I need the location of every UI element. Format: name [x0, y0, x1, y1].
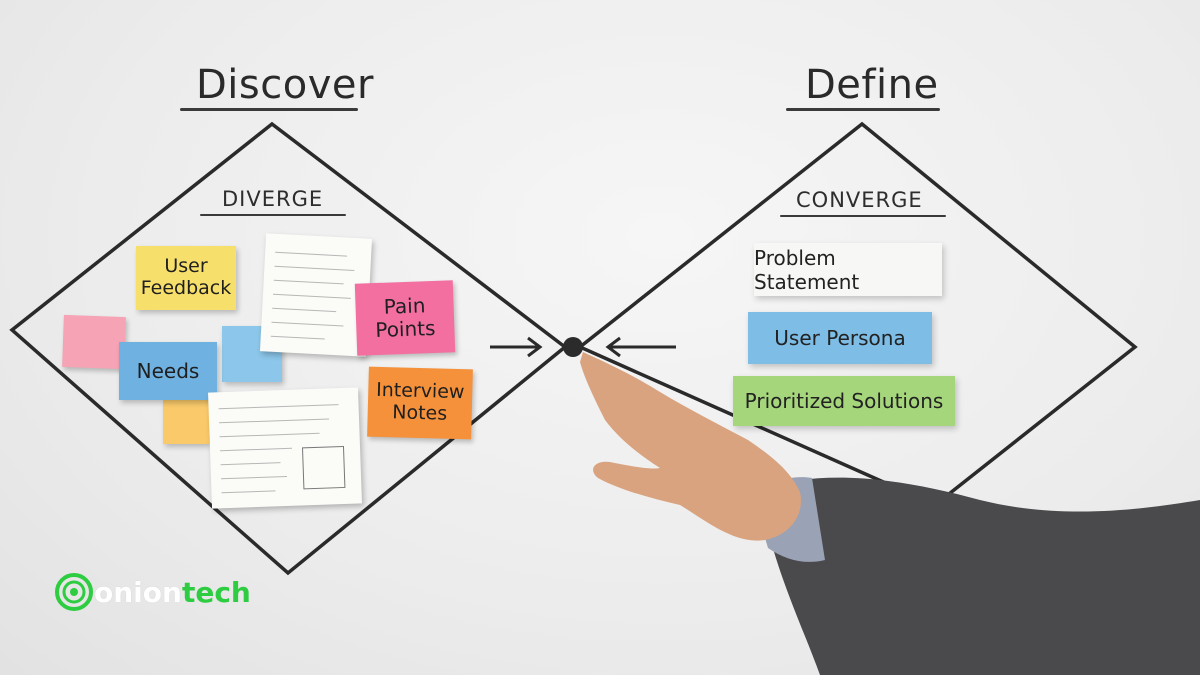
diverge-label: DIVERGE [222, 187, 324, 211]
logo-text-onion: onion [94, 575, 182, 609]
converge-underline [780, 215, 946, 217]
pointing-hand [580, 352, 801, 541]
needs-note: Needs [119, 342, 217, 400]
prioritized-solutions-card: Prioritized Solutions [733, 376, 955, 426]
problem-statement-card: Problem Statement [754, 243, 942, 296]
discover-diamond [9, 121, 568, 576]
define-title-underline [786, 108, 940, 111]
suit-sleeve [760, 477, 1200, 675]
blank-yellow-note [163, 398, 209, 444]
left-arrow-icon [490, 336, 543, 358]
diverge-underline [200, 214, 346, 216]
onion-logo-icon [55, 573, 93, 611]
discover-title: Discover [196, 62, 374, 108]
oniontech-logo: onion tech [54, 572, 251, 612]
discover-title-underline [180, 108, 358, 111]
converge-label: CONVERGE [796, 188, 923, 212]
define-title: Define [805, 62, 939, 108]
logo-text-tech: tech [181, 575, 251, 609]
right-arrow-icon [605, 336, 676, 358]
user-feedback-note: User Feedback [136, 246, 236, 310]
center-magnet-icon [563, 337, 583, 357]
user-persona-card: User Persona [748, 312, 932, 364]
